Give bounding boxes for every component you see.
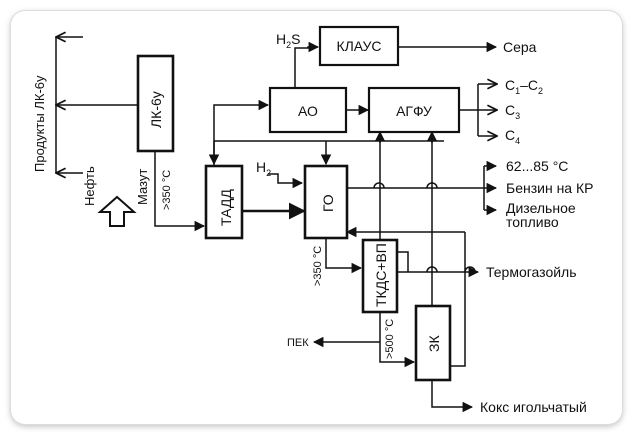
diesel-label-1: Дизельное [506,200,576,216]
oil-input-arrow-icon [97,195,137,227]
sera-label: Сера [503,39,537,55]
mazut-stream [154,151,206,232]
t350-b-label: >350 °C [312,246,324,286]
frac-6285-label: 62...85 °C [506,158,568,174]
koks-label: Кокс игольчатый [480,399,587,415]
go-label: ГО [320,194,336,212]
c4-label: C4 [505,127,520,146]
c3-label: C3 [505,102,520,121]
lk6u-label: ЛК-6у [148,91,164,128]
h2s-stream [294,41,320,88]
tadd-gas-to-ao [213,99,270,166]
oil-label: Нефть [82,166,97,206]
zk-block [414,304,452,382]
h2-label: H2 [256,159,271,178]
ao-label: АО [298,103,318,119]
tkds-recycle [397,251,409,272]
klaus-block [318,25,400,67]
termogazoil-label: Термогазойль [486,264,577,280]
agfu-gas-outputs [459,84,497,136]
products-lk6u-label: Продукты ЛК-6у [32,75,47,172]
tkds-block [361,238,399,314]
diesel-label-2: топливо [506,214,559,230]
tkds-to-zk [379,312,416,368]
zk-label: ЗК [426,335,442,352]
go-outputs [347,160,498,216]
tadd-label: ТАДД [218,189,234,226]
benzin-label: Бензин на КР [506,180,593,196]
t350-a-label: >350 °C [161,170,173,210]
agfu-label: АГФУ [396,103,432,119]
koks-stream [431,380,474,413]
t500-label: >500 °C [384,319,396,359]
mazut-label: Мазут [135,169,150,205]
pek-label: ПЕК [287,337,309,349]
zk-recycle [450,272,466,367]
agfu-block [367,86,461,134]
go-to-tkds [325,238,363,274]
h2s-label: H2S [276,31,300,50]
tkds-label: ТКДС+ВП [373,243,389,307]
h2-stream [268,173,304,189]
klaus-label: КЛАУС [336,38,381,54]
lk6u-products-bus [56,37,138,173]
c1-c2-label: C1–C2 [505,77,543,96]
tadd-block [204,164,244,240]
